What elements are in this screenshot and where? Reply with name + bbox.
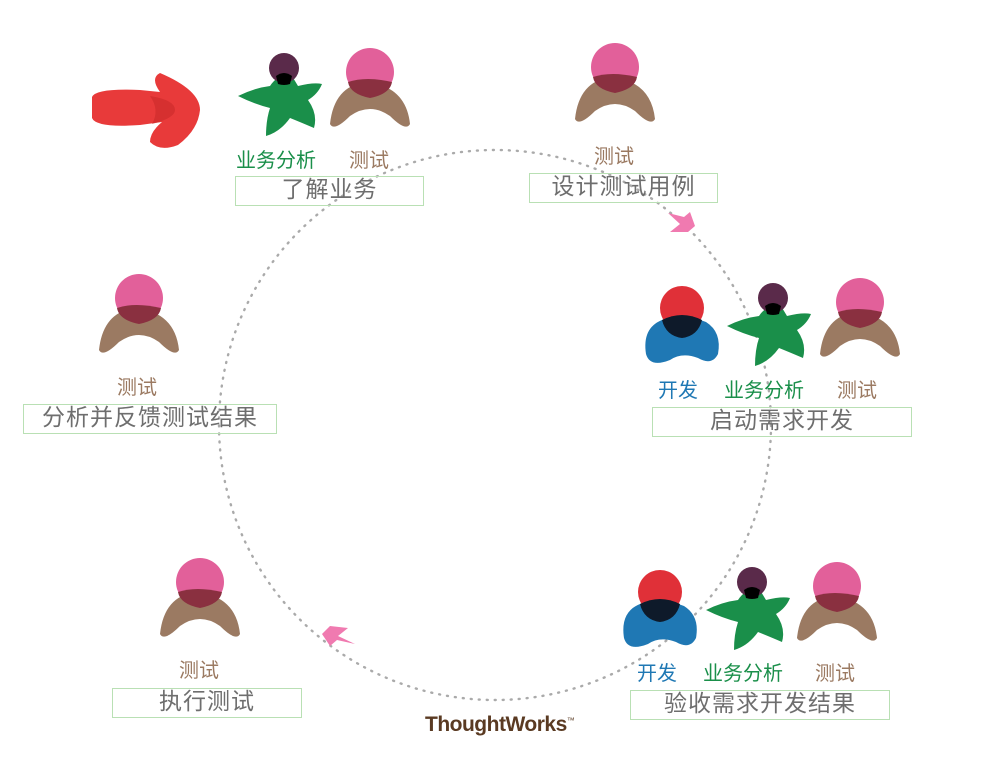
tester-figure-icon [797, 562, 877, 641]
step-understand-business: 了解业务 [235, 176, 424, 206]
tester-figure-icon [99, 274, 179, 353]
role-label-tester: 测试 [179, 658, 219, 682]
step-kickoff-development: 启动需求开发 [652, 407, 912, 437]
step-execute-tests: 执行测试 [112, 688, 302, 718]
cycle-dotted-path [217, 148, 773, 702]
start-arrow-icon [92, 73, 200, 148]
role-label-tester: 测试 [837, 378, 877, 402]
step-analyze-feedback: 分析并反馈测试结果 [23, 404, 277, 434]
developer-figure-icon [645, 286, 719, 363]
role-label-developer: 开发 [637, 661, 677, 685]
role-label-tester: 测试 [594, 144, 634, 168]
tester-figure-icon [575, 43, 655, 122]
role-label-business-analyst: 业务分析 [724, 378, 804, 402]
role-label-business-analyst: 业务分析 [703, 661, 783, 685]
flow-arrow-icon [322, 626, 355, 646]
thoughtworks-logo: ThoughtWorks™ [425, 713, 575, 736]
business-analyst-figure-icon [238, 53, 322, 136]
step-design-test-cases: 设计测试用例 [529, 173, 718, 203]
step-accept-development-results: 验收需求开发结果 [630, 690, 890, 720]
role-label-tester: 测试 [815, 661, 855, 685]
role-label-tester: 测试 [117, 375, 157, 399]
tester-figure-icon [820, 278, 900, 357]
tester-figure-icon [330, 48, 410, 127]
role-label-developer: 开发 [658, 378, 698, 402]
tester-figure-icon [160, 558, 240, 637]
role-label-business-analyst: 业务分析 [236, 148, 316, 172]
role-label-tester: 测试 [349, 148, 389, 172]
flow-arrow-icon [668, 212, 695, 232]
developer-figure-icon [623, 570, 697, 647]
business-analyst-figure-icon [727, 283, 811, 366]
business-analyst-figure-icon [706, 567, 790, 650]
